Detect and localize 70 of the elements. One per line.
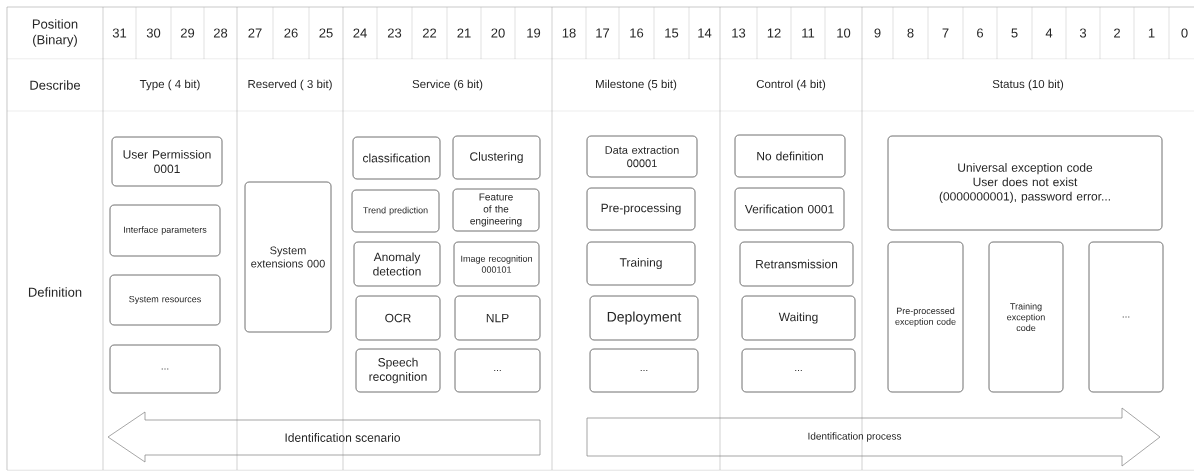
- bit-number: 31: [112, 28, 127, 38]
- field-name: Control (4 bit): [756, 79, 826, 91]
- field-name: Status (10 bit): [992, 79, 1064, 91]
- definition-box: System extensions 000: [244, 181, 332, 333]
- placeholder-box: ...: [109, 344, 221, 394]
- row-header: Definition: [28, 287, 82, 297]
- definition-box: Waiting: [741, 295, 856, 341]
- placeholder-box: ...: [1088, 241, 1164, 393]
- definition-box: classification: [352, 136, 441, 180]
- bit-number: 22: [422, 28, 437, 38]
- definition-box: Deployment: [589, 295, 699, 341]
- bit-number: 14: [698, 28, 712, 38]
- bit-number: 6: [977, 28, 984, 38]
- bit-number: 16: [630, 28, 644, 38]
- bit-number: 10: [837, 28, 851, 38]
- bit-number: 19: [527, 28, 541, 38]
- bit-number: 23: [387, 28, 402, 38]
- bit-number: 15: [665, 28, 679, 38]
- bit-number: 3: [1079, 28, 1087, 38]
- definition-box: Data extraction 00001: [586, 135, 698, 178]
- field-name: Type ( 4 bit): [139, 79, 200, 91]
- row-header: Describe: [30, 80, 81, 90]
- bit-number: 11: [802, 28, 815, 38]
- bit-number: 1: [1148, 28, 1155, 38]
- bit-number: 7: [942, 28, 949, 38]
- definition-box: Verification 0001: [734, 187, 845, 231]
- definition-box: NLP: [454, 295, 541, 341]
- bit-number: 20: [491, 28, 505, 38]
- bit-number: 18: [562, 28, 576, 38]
- bit-number: 30: [146, 28, 161, 38]
- field-name: Service (6 bit): [412, 79, 483, 91]
- bit-number: 29: [180, 28, 195, 38]
- bit-number: 12: [767, 28, 781, 38]
- definition-box: Pre-processed exception code: [887, 241, 964, 393]
- definition-box: System resources: [109, 274, 221, 326]
- definition-box: Training: [586, 241, 696, 286]
- bit-number: 4: [1045, 28, 1053, 38]
- definition-box: Pre-processing: [586, 187, 696, 231]
- placeholder-box: ...: [589, 348, 699, 393]
- bit-number: 25: [319, 28, 333, 38]
- bit-number: 26: [284, 28, 298, 38]
- bit-number: 27: [248, 28, 262, 38]
- definition-box: OCR: [355, 295, 441, 341]
- bit-number: 9: [874, 28, 881, 38]
- definition-box: User Permission 0001: [111, 136, 223, 187]
- bit-number: 24: [353, 28, 367, 38]
- bit-number: 17: [596, 28, 610, 38]
- definition-box: Trend prediction: [351, 189, 440, 233]
- definition-box: Training exception code: [988, 241, 1064, 393]
- placeholder-box: ...: [741, 348, 856, 393]
- definition-box: Interface parameters: [109, 204, 221, 257]
- definition-box: Feature of the engineering: [452, 188, 540, 232]
- definition-box: Image recognition 000101: [453, 241, 540, 287]
- definition-box: Retransmission: [739, 241, 854, 287]
- definition-box: Speech recognition: [355, 348, 441, 393]
- field-name: Milestone (5 bit): [596, 79, 677, 91]
- bit-number: 5: [1011, 28, 1018, 38]
- definition-box: Universal exception code User does not exist (0000000001), password error...: [887, 135, 1163, 231]
- bit-number: 2: [1114, 28, 1120, 38]
- bit-number: 13: [732, 28, 746, 38]
- bit-number: 0: [1181, 28, 1188, 38]
- definition-box: No definition: [734, 134, 846, 178]
- bit-number: 8: [907, 28, 914, 38]
- definition-box: Anomaly detection: [353, 241, 441, 287]
- bit-number: 21: [457, 28, 471, 38]
- field-name: Reserved ( 3 bit): [248, 79, 332, 91]
- row-header: Position (Binary): [32, 19, 78, 47]
- placeholder-box: ...: [454, 348, 541, 393]
- bit-number: 28: [213, 28, 228, 38]
- definition-box: Clustering: [452, 135, 541, 180]
